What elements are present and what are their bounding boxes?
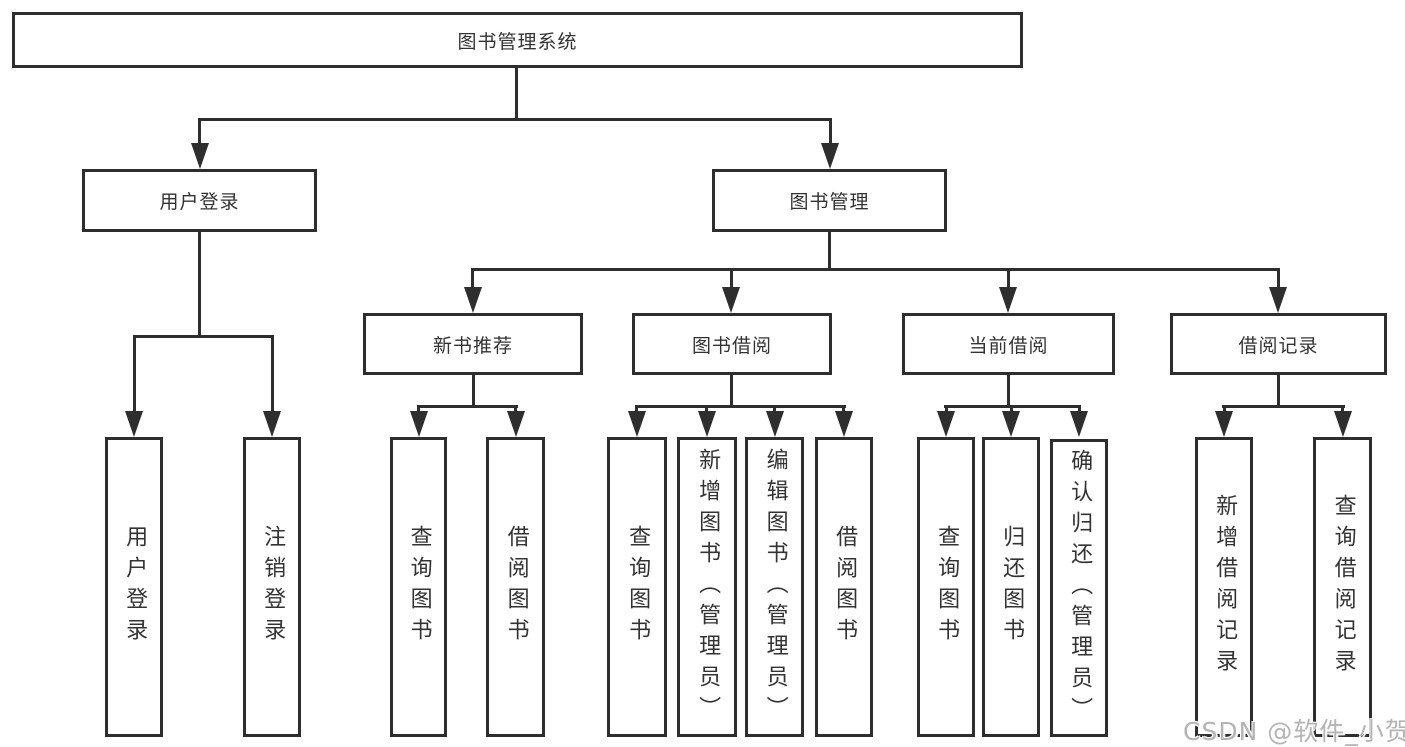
node-root-label: 图书管理系统 [457, 30, 578, 53]
arrow-bb-query [628, 411, 646, 437]
node-cb-confirm-return-label: 确认归还（管理员） [1067, 448, 1093, 728]
connector-user-login-trunk [198, 232, 201, 337]
node-borrow-record-label: 借阅记录 [1238, 334, 1319, 357]
node-book-management-label: 图书管理 [789, 191, 870, 213]
node-bb-edit-book-label: 编辑图书（管理员） [762, 447, 788, 727]
node-book-borrow: 图书借阅 [632, 313, 832, 375]
node-bb-add-book-label: 新增图书（管理员） [695, 447, 721, 727]
node-user-login-action: 用户登录 [105, 437, 163, 737]
node-current-borrow: 当前借阅 [902, 313, 1115, 375]
arrow-book-borrow [722, 287, 740, 313]
node-br-query-record-label: 查询借阅记录 [1330, 494, 1356, 680]
connector-drop-br-query [1341, 405, 1344, 415]
connector-book-management-trunk [828, 232, 831, 271]
connector-drop-nbr-query [417, 405, 420, 415]
node-user-login-label: 用户登录 [159, 191, 240, 213]
node-logout-action-label: 注销登录 [260, 525, 286, 649]
node-new-book-recommend-label: 新书推荐 [432, 334, 513, 357]
connector-drop-book-borrow [730, 268, 733, 290]
arrow-cb-confirm [1070, 411, 1088, 437]
connector-bb-trunk [730, 375, 733, 408]
connector-drop-cb-query [945, 405, 948, 415]
connector-drop-book-management [829, 118, 832, 146]
connector-drop-login-leaf [133, 335, 136, 413]
arrow-cb-return [1002, 411, 1020, 437]
arrow-new-book-recommend [464, 287, 482, 313]
connector-drop-borrow-record [1277, 268, 1280, 290]
node-bb-borrow-book: 借阅图书 [815, 437, 873, 737]
connector-nbr-trunk [472, 375, 475, 408]
node-user-login-action-label: 用户登录 [122, 525, 148, 649]
node-br-add-record-label: 新增借阅记录 [1212, 494, 1238, 680]
node-cb-query-book-label: 查询图书 [934, 525, 960, 649]
node-root: 图书管理系统 [12, 12, 1023, 68]
node-book-management: 图书管理 [712, 169, 947, 232]
connector-cb-trunk [1007, 375, 1010, 408]
node-logout-action: 注销登录 [243, 437, 301, 737]
node-br-query-record: 查询借阅记录 [1313, 437, 1372, 737]
connector-root-trunk [515, 68, 518, 120]
node-nbr-borrow-book-label: 借阅图书 [503, 525, 529, 649]
arrow-user-login [191, 143, 209, 169]
connector-drop-logout-leaf [271, 335, 274, 413]
connector-nbr-rail [417, 405, 518, 408]
connector-level3-rail [472, 268, 1280, 271]
arrow-current-borrow [999, 287, 1017, 313]
node-borrow-record: 借阅记录 [1170, 313, 1387, 375]
arrow-nbr-borrow [507, 411, 525, 437]
csdn-watermark: CSDN @软件_小贺同学 [1183, 717, 1405, 746]
node-nbr-borrow-book: 借阅图书 [486, 437, 545, 737]
arrow-book-management [821, 143, 839, 169]
connector-user-login-rail [133, 335, 274, 338]
node-bb-borrow-book-label: 借阅图书 [832, 525, 858, 649]
node-bb-edit-book: 编辑图书（管理员） [745, 437, 804, 737]
node-book-borrow-label: 图书借阅 [691, 334, 772, 357]
arrow-bb-borrow [835, 411, 853, 437]
connector-drop-current-borrow [1007, 268, 1010, 290]
arrow-borrow-record [1269, 287, 1287, 313]
connector-drop-nbr-borrow [514, 405, 517, 415]
connector-drop-user-login [198, 118, 201, 146]
connector-level2-rail [198, 118, 832, 121]
node-cb-confirm-return: 确认归还（管理员） [1050, 439, 1108, 737]
node-nbr-query-book: 查询图书 [390, 437, 447, 737]
arrow-br-add [1215, 411, 1233, 437]
node-nbr-query-book-label: 查询图书 [406, 525, 432, 649]
arrow-logout-leaf [263, 411, 281, 437]
arrow-cb-query [937, 411, 955, 437]
node-cb-query-book: 查询图书 [917, 437, 975, 737]
node-user-login: 用户登录 [82, 169, 317, 232]
node-bb-add-book: 新增图书（管理员） [677, 437, 737, 737]
arrow-bb-edit [766, 411, 784, 437]
node-bb-query-book: 查询图书 [607, 437, 667, 737]
connector-drop-br-add [1223, 405, 1226, 415]
node-cb-return-book: 归还图书 [982, 437, 1040, 737]
arrow-bb-add [698, 411, 716, 437]
node-cb-return-book-label: 归还图书 [999, 525, 1025, 649]
arrow-br-query [1334, 411, 1352, 437]
connector-drop-new-book-recommend [471, 268, 474, 290]
node-new-book-recommend: 新书推荐 [363, 313, 583, 375]
connector-drop-cb-return [1010, 405, 1013, 415]
connector-drop-bb-borrow [842, 405, 845, 415]
connector-drop-bb-add [705, 405, 708, 415]
connector-br-trunk [1277, 375, 1280, 408]
node-current-borrow-label: 当前借阅 [968, 334, 1049, 357]
connector-br-rail [1222, 405, 1345, 408]
node-br-add-record: 新增借阅记录 [1195, 437, 1253, 737]
arrow-nbr-query [410, 411, 428, 437]
connector-drop-bb-query [635, 405, 638, 415]
connector-drop-cb-confirm [1078, 405, 1081, 415]
node-bb-query-book-label: 查询图书 [625, 525, 651, 649]
connector-drop-bb-edit [773, 405, 776, 415]
arrow-login-leaf [125, 411, 143, 437]
connector-bb-rail [636, 405, 846, 408]
